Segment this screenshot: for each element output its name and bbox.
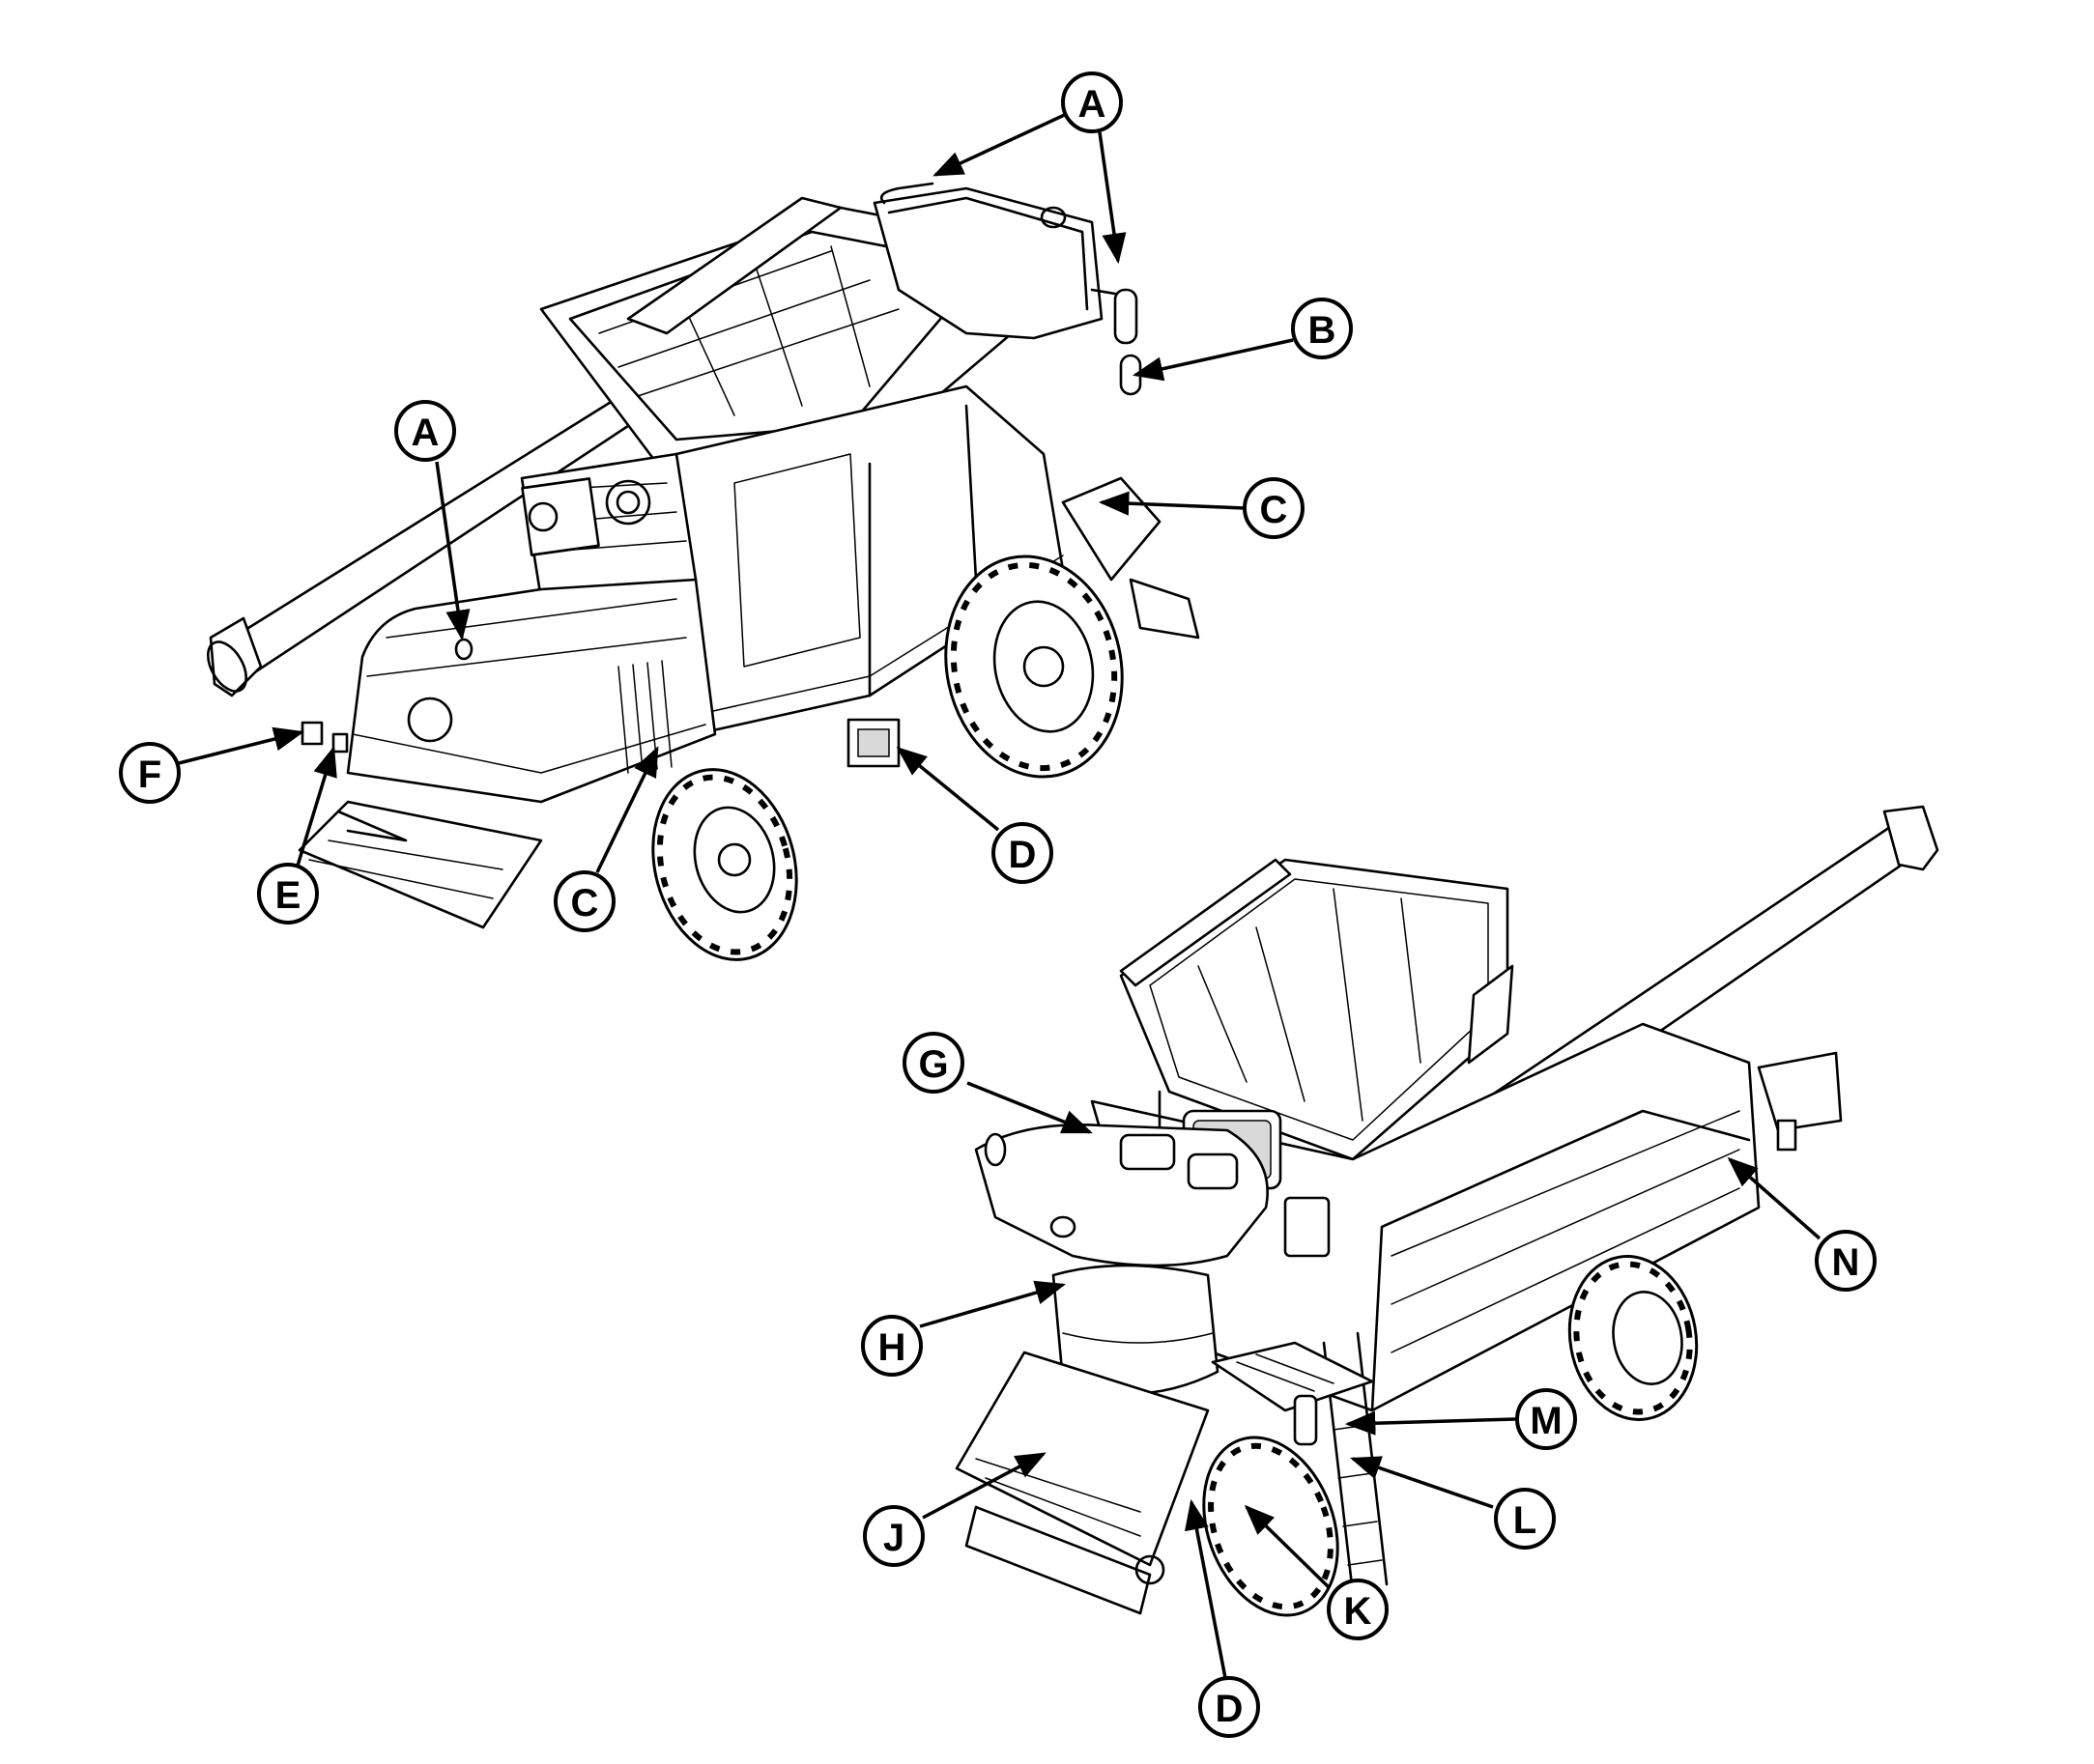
callout-a-top: A xyxy=(1061,71,1123,133)
svg-text:D: D xyxy=(1009,834,1037,876)
svg-text:H: H xyxy=(878,1326,906,1369)
leader-m xyxy=(1344,1410,1516,1436)
svg-text:D: D xyxy=(1216,1688,1244,1730)
callout-k: K xyxy=(1327,1579,1389,1640)
callout-c-top: C xyxy=(1243,477,1305,539)
leader-lines xyxy=(178,110,1821,1679)
callout-l: L xyxy=(1494,1488,1556,1550)
callout-d-top: D xyxy=(991,822,1053,884)
leader-f xyxy=(178,726,305,765)
svg-text:A: A xyxy=(412,412,440,454)
callout-m: M xyxy=(1515,1388,1577,1450)
leader-g xyxy=(966,1081,1093,1134)
callout-f: F xyxy=(119,742,181,804)
leader-n xyxy=(1727,1156,1821,1240)
combine-front-view-illustration xyxy=(207,182,1200,961)
callout-n: N xyxy=(1815,1230,1877,1292)
leader-k xyxy=(1244,1504,1331,1589)
callout-g: G xyxy=(903,1032,964,1094)
leader-c-top xyxy=(1098,491,1246,516)
callout-h: H xyxy=(861,1315,923,1377)
combine-rear-view-illustration xyxy=(955,805,1939,1617)
svg-text:E: E xyxy=(275,874,301,917)
svg-text:C: C xyxy=(571,882,599,925)
leader-l xyxy=(1350,1456,1494,1509)
svg-text:A: A xyxy=(1078,83,1106,126)
leader-b xyxy=(1132,338,1294,382)
leader-h xyxy=(919,1280,1067,1328)
leader-j xyxy=(922,1452,1047,1520)
svg-text:J: J xyxy=(883,1517,904,1559)
svg-text:L: L xyxy=(1513,1499,1536,1542)
callout-b: B xyxy=(1291,298,1353,359)
leader-a-top-2 xyxy=(1098,131,1127,265)
callout-e: E xyxy=(257,863,319,925)
svg-text:G: G xyxy=(918,1043,948,1086)
callout-c-front: C xyxy=(554,870,616,932)
svg-text:N: N xyxy=(1832,1241,1860,1284)
leader-a-hood xyxy=(435,461,471,641)
svg-text:B: B xyxy=(1308,309,1336,352)
callout-j: J xyxy=(863,1505,925,1567)
svg-text:C: C xyxy=(1260,489,1288,531)
leader-a-top-1 xyxy=(932,110,1072,177)
svg-text:M: M xyxy=(1530,1400,1562,1442)
leader-c-front xyxy=(595,746,659,873)
callout-a-hood: A xyxy=(394,400,456,462)
svg-text:F: F xyxy=(138,754,161,796)
callout-d-bottom: D xyxy=(1198,1676,1260,1738)
leader-e xyxy=(296,745,337,867)
svg-text:K: K xyxy=(1344,1590,1372,1633)
leader-d-bottom xyxy=(1184,1498,1227,1679)
leader-d-top xyxy=(896,747,1000,832)
